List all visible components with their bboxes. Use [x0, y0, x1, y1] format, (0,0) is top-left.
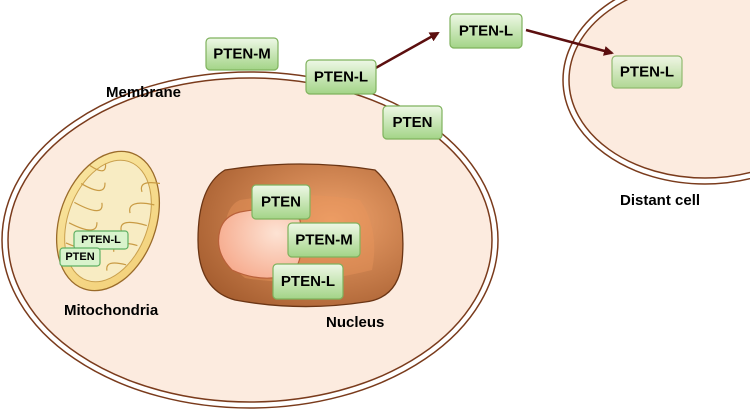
distant-cell-inner-membrane: [568, 0, 750, 179]
protein-pten-nucleus: PTEN: [251, 184, 311, 220]
protein-label: PTEN-L: [314, 69, 368, 86]
protein-label: PTEN: [261, 194, 301, 211]
protein-pten-cytoplasm: PTEN: [382, 105, 443, 140]
distant-cell: [562, 0, 750, 185]
protein-label: PTEN-M: [295, 232, 353, 249]
protein-pten-l-mitochondria: PTEN-L: [73, 230, 129, 250]
label-distant-cell: Distant cell: [620, 192, 700, 209]
protein-pten-m-nucleus: PTEN-M: [287, 222, 361, 258]
protein-label: PTEN: [65, 251, 94, 263]
arrow-to-secreted: [371, 31, 440, 72]
protein-label: PTEN-L: [81, 234, 121, 246]
protein-pten-l-secreted: PTEN-L: [449, 13, 523, 49]
protein-label: PTEN-L: [459, 23, 513, 40]
protein-pten-l-nucleus: PTEN-L: [272, 263, 344, 300]
label-nucleus: Nucleus: [326, 314, 384, 331]
protein-label: PTEN-M: [213, 46, 271, 63]
protein-pten-m-membrane: PTEN-M: [205, 37, 279, 71]
protein-label: PTEN-L: [620, 64, 674, 81]
label-membrane: Membrane: [106, 84, 181, 101]
protein-pten-l-distant-cell: PTEN-L: [611, 55, 683, 89]
protein-pten-l-membrane: PTEN-L: [305, 59, 377, 95]
arrow-to-distant-cell: [525, 28, 614, 56]
protein-pten-mitochondria: PTEN: [59, 247, 101, 267]
protein-label: PTEN-L: [281, 273, 335, 290]
label-mitochondria: Mitochondria: [64, 302, 159, 319]
secretion-arrows: [371, 28, 614, 72]
protein-label: PTEN: [392, 114, 432, 131]
